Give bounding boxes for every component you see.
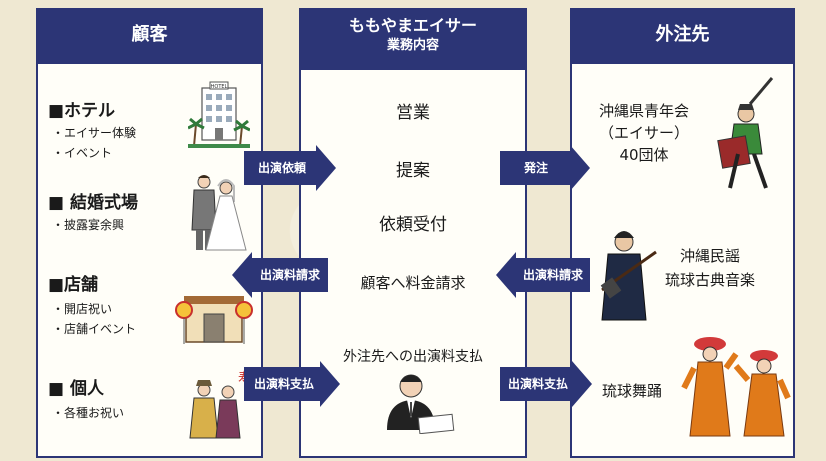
hotel-illustration: HOTEL	[188, 81, 250, 148]
store-item-event: ・店舗イベント	[52, 322, 137, 336]
arrow-fee-claim-from-contractor-label: 出演料請求	[522, 268, 583, 282]
ryukyu-dancers-illustration	[681, 337, 791, 437]
service-sales: 営業	[396, 103, 430, 123]
store-title: ■店舗	[48, 275, 99, 295]
arrow-fee-payment-to-contractor: 出演料支払	[500, 361, 592, 407]
contractor-youth-name: 沖縄県青年会	[598, 102, 689, 120]
customers-header: 顧客	[36, 8, 263, 62]
hotel-sign: HOTEL	[211, 84, 228, 90]
arrow-order-label: 発注	[523, 161, 548, 175]
arrow-fee-payment-from-customer-label: 出演料支払	[253, 377, 314, 391]
service-contractor-payment: 外注先への出演料支払	[343, 349, 483, 365]
company-header: ももやまエイサー 業務内容	[299, 8, 527, 68]
company-name: ももやまエイサー	[348, 16, 477, 35]
wedding-title: ■ 結婚式場	[48, 193, 138, 213]
hotel-title: ■ホテル	[48, 101, 116, 121]
arrow-order: 発注	[500, 145, 590, 191]
contractor-folk-music: 沖縄民謡 琉球古典音楽	[640, 244, 780, 292]
arrow-fee-claim-to-customer-label: 出演料請求	[259, 268, 320, 282]
eisa-drummer-illustration	[717, 77, 774, 189]
company-header-subtitle: 業務内容	[386, 38, 439, 53]
wedding-item: ・披露宴余興	[52, 218, 125, 232]
arrow-fee-claim-to-customer: 出演料請求	[232, 252, 328, 298]
contractor-youth-type: （エイサー）	[598, 124, 689, 142]
arrow-fee-claim-from-contractor: 出演料請求	[496, 252, 590, 298]
company-column: ももやまエイサー 業務内容 営業 提案 依頼受付 顧客へ料金請求 外注先への出演…	[299, 8, 527, 458]
arrow-performance-request: 出演依頼	[244, 145, 336, 191]
contractor-folk-line2: 琉球古典音楽	[664, 271, 755, 289]
service-request-intake: 依頼受付	[379, 215, 447, 235]
contractors-column: 外注先 沖縄県青年会 （エイサー） 40団体 沖縄民謡 琉球古典音楽 琉球舞踊	[570, 8, 795, 458]
shop-illustration	[175, 296, 253, 344]
service-proposal: 提案	[396, 161, 430, 181]
businessman-illustration	[387, 374, 455, 434]
wedding-couple-illustration	[191, 175, 247, 251]
arrow-fee-payment-from-customer: 出演料支払	[244, 361, 340, 407]
arrow-fee-payment-to-contractor-label: 出演料支払	[507, 377, 568, 391]
contractors-panel: 沖縄県青年会 （エイサー） 40団体 沖縄民謡 琉球古典音楽 琉球舞踊	[570, 62, 795, 458]
personal-title: ■ 個人	[48, 379, 104, 399]
personal-item: ・各種お祝い	[52, 406, 125, 420]
contractors-header: 外注先	[570, 8, 795, 62]
sanshin-player-illustration	[600, 231, 657, 321]
contractor-folk-line1: 沖縄民謡	[679, 247, 740, 265]
arrow-performance-request-label: 出演依頼	[257, 161, 306, 175]
service-billing: 顧客へ料金請求	[360, 274, 466, 292]
store-item-opening: ・開店祝い	[52, 302, 113, 316]
contractor-youth-association: 沖縄県青年会 （エイサー） 40団体	[574, 100, 714, 166]
contractor-ryukyu-dance: 琉球舞踊	[602, 382, 663, 400]
hotel-item-event: ・イベント	[52, 146, 113, 160]
customers-panel: ■ホテル ・エイサー体験 ・イベント ■ 結婚式場 ・披露宴余興 ■店舗 ・開店…	[36, 62, 263, 458]
customers-column: 顧客 ■ホテル ・エイサー体験 ・イベント ■ 結婚式場 ・披露宴余興 ■店舗 …	[36, 8, 263, 458]
contractor-youth-count: 40団体	[619, 146, 669, 164]
hotel-item-eisa: ・エイサー体験	[52, 126, 137, 140]
